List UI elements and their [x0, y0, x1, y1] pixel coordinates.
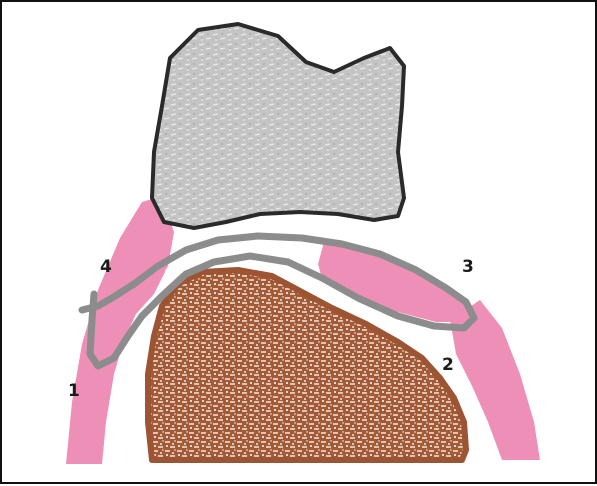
label-2: 2 [442, 355, 454, 375]
upper-bone [152, 24, 404, 228]
label-3: 3 [462, 257, 474, 277]
label-1: 1 [68, 381, 80, 401]
label-4: 4 [100, 257, 112, 277]
